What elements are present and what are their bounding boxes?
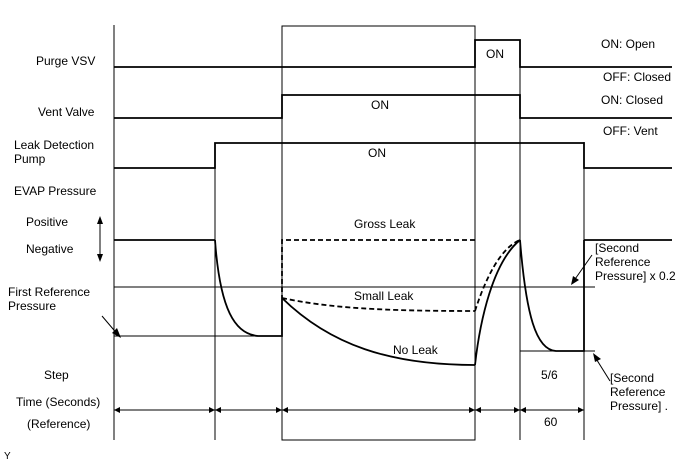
second-reference-arrow-icon	[593, 353, 601, 362]
gross-leak-label: Gross Leak	[354, 217, 416, 231]
label-positive: Positive	[26, 215, 68, 229]
vent-valve-signal	[114, 94, 672, 119]
label-reference: (Reference)	[27, 417, 90, 431]
no-leak-curve	[281, 297, 476, 366]
purge-vsv-signal	[114, 39, 672, 68]
step-value-5-6: 5/6	[541, 368, 558, 382]
label-first-reference-line2: Pressure	[8, 299, 56, 313]
state-on-closed: ON: Closed	[601, 93, 663, 107]
gross-leak-curve	[281, 239, 475, 300]
label-purge-vsv: Purge VSV	[36, 54, 95, 68]
purge-on-label: ON	[486, 47, 504, 61]
time-axis-arrowheads	[114, 407, 584, 413]
label-vent-valve: Vent Valve	[38, 105, 95, 119]
first-reference-arrow-icon	[112, 328, 121, 338]
negative-arrow-icon	[97, 254, 103, 262]
state-on-open: ON: Open	[601, 37, 655, 51]
corner-mark: Y	[4, 451, 11, 462]
positive-arrow-icon	[97, 216, 103, 224]
first-reference-decay-curve	[214, 239, 283, 337]
label-evap-pressure: EVAP Pressure	[14, 184, 97, 198]
second-reference-decay-curve	[519, 239, 585, 352]
small-leak-label: Small Leak	[354, 289, 414, 303]
label-time: Time (Seconds)	[16, 395, 100, 409]
state-off-closed: OFF: Closed	[603, 70, 671, 84]
small-leak-recovery-curve	[474, 239, 521, 312]
second-reference-x02-arrow-icon	[571, 276, 579, 285]
time-value-60: 60	[544, 415, 558, 429]
label-leak-pump-line2: Pump	[14, 152, 46, 166]
label-first-reference-line1: First Reference	[8, 285, 90, 299]
pump-on-label: ON	[368, 146, 386, 160]
vent-on-label: ON	[371, 98, 389, 112]
second-ref-line2: Reference	[610, 385, 666, 399]
second-reference-pointer	[594, 356, 611, 382]
second-ref-x02-line1: [Second	[595, 241, 639, 255]
small-leak-curve	[281, 297, 476, 312]
second-ref-x02-line3: Pressure] x 0.2	[595, 269, 676, 283]
label-leak-pump-line1: Leak Detection	[14, 138, 94, 152]
second-ref-line3: Pressure] .	[610, 399, 668, 413]
label-negative: Negative	[26, 242, 74, 256]
step-highlight-box	[281, 25, 476, 441]
state-off-vent: OFF: Vent	[603, 124, 658, 138]
leak-pump-signal	[114, 142, 672, 169]
second-ref-line1: [Second	[610, 371, 654, 385]
no-leak-recovery-curve	[474, 239, 521, 366]
label-step: Step	[44, 368, 69, 382]
second-ref-x02-line2: Reference	[595, 255, 651, 269]
second-reference-x02-pointer	[572, 254, 593, 283]
no-leak-label: No Leak	[393, 343, 439, 357]
